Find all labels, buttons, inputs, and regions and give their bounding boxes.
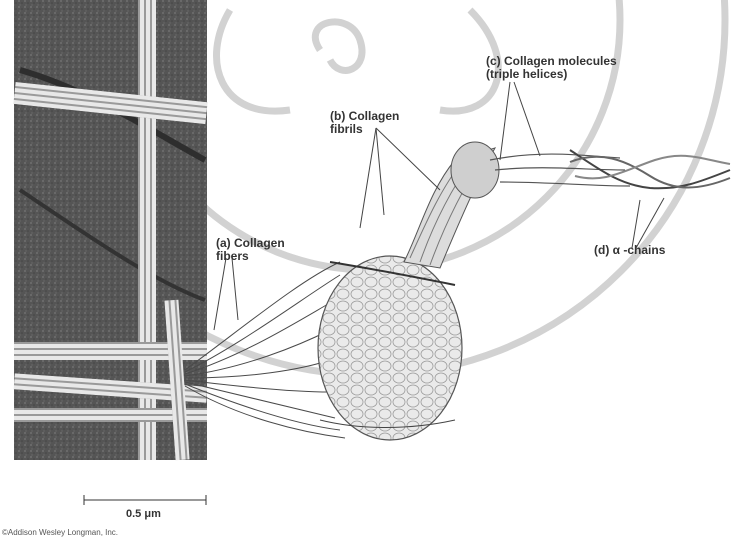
label-a-line-2: fibers — [216, 250, 285, 263]
electron-micrograph — [0, 0, 208, 460]
label-collagen-fibrils: (b) Collagen fibrils — [330, 110, 399, 136]
fiber-cross-section — [318, 256, 462, 440]
label-collagen-molecules: (c) Collagen molecules (triple helices) — [486, 55, 617, 81]
label-d-line-1: (d) α -chains — [594, 244, 665, 257]
label-b-line-2: fibrils — [330, 123, 399, 136]
label-collagen-fibers: (a) Collagen fibers — [216, 237, 285, 263]
label-alpha-chains: (d) α -chains — [594, 244, 665, 257]
label-c-line-2: (triple helices) — [486, 68, 617, 81]
scale-bar-label: 0.5 μm — [126, 508, 161, 520]
scale-bar — [84, 495, 206, 505]
copyright-text: ©Addison Wesley Longman, Inc. — [2, 528, 118, 537]
collagen-fibril — [404, 142, 499, 268]
